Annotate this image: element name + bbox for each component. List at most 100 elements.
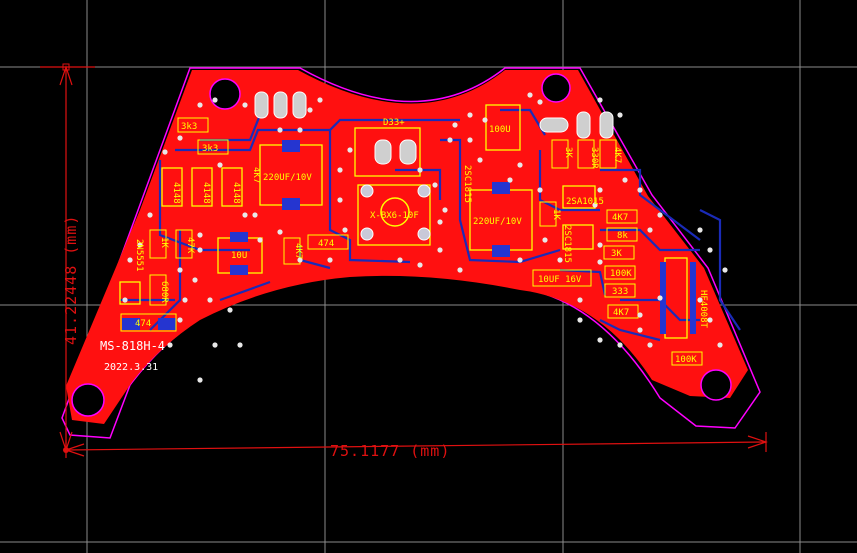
label-r-680r: 680R bbox=[159, 281, 169, 303]
via bbox=[637, 312, 643, 318]
label-diode-c: 4148 bbox=[231, 182, 241, 204]
via bbox=[542, 237, 548, 243]
via bbox=[597, 97, 603, 103]
label-q-2sc1815: 2SC1815 bbox=[462, 165, 472, 203]
via bbox=[637, 327, 643, 333]
via bbox=[417, 167, 423, 173]
via bbox=[482, 117, 488, 123]
label-c-100u: 100U bbox=[489, 125, 511, 135]
label-crystal: D33+ bbox=[383, 118, 405, 128]
label-c-220uf-left: 220UF/10V bbox=[263, 173, 312, 183]
label-r-3k-b: 3K bbox=[611, 249, 622, 259]
via bbox=[617, 342, 623, 348]
label-r-333: 333 bbox=[612, 287, 628, 297]
label-c-10uf: 10UF 16V bbox=[538, 275, 582, 285]
via bbox=[307, 107, 313, 113]
via bbox=[212, 97, 218, 103]
via bbox=[167, 342, 173, 348]
label-diode-a: 4148 bbox=[171, 182, 181, 204]
via bbox=[717, 342, 723, 348]
via bbox=[397, 257, 403, 263]
via bbox=[657, 295, 663, 301]
via bbox=[507, 177, 513, 183]
via bbox=[517, 162, 523, 168]
via bbox=[197, 247, 203, 253]
vias bbox=[122, 92, 728, 383]
via bbox=[597, 337, 603, 343]
via bbox=[527, 92, 533, 98]
via bbox=[137, 242, 143, 248]
via bbox=[477, 157, 483, 163]
via bbox=[452, 122, 458, 128]
label-r-3k3-b: 3k3 bbox=[202, 144, 218, 154]
switch-pads bbox=[360, 184, 431, 241]
label-switch: X-BX6-10F bbox=[370, 211, 419, 221]
label-r-1k-right: 1K bbox=[551, 209, 561, 220]
via bbox=[647, 342, 653, 348]
label-r-474-a: 474 bbox=[318, 239, 334, 249]
height-dimension-label: 41.22448 (mm) bbox=[62, 215, 80, 345]
via bbox=[197, 377, 203, 383]
via bbox=[597, 242, 603, 248]
via bbox=[467, 137, 473, 143]
label-r-47k: 47K bbox=[185, 237, 195, 254]
via bbox=[337, 167, 343, 173]
via bbox=[447, 137, 453, 143]
label-r-100k-b: 100K bbox=[675, 355, 697, 365]
via bbox=[127, 257, 133, 263]
silkscreen-labels: 3k3 3k3 220UF/10V 220UF/10V 100U 10U 10U… bbox=[100, 118, 708, 373]
label-r-3k: 3K bbox=[563, 147, 573, 158]
via bbox=[197, 232, 203, 238]
via bbox=[697, 227, 703, 233]
via bbox=[622, 177, 628, 183]
via bbox=[337, 197, 343, 203]
via bbox=[707, 247, 713, 253]
label-r-1k-left: 1K bbox=[159, 237, 169, 248]
mounting-holes bbox=[71, 73, 732, 417]
via bbox=[432, 182, 438, 188]
via bbox=[297, 257, 303, 263]
via bbox=[147, 212, 153, 218]
via bbox=[277, 229, 283, 235]
label-r-330r: 330R bbox=[589, 147, 599, 169]
label-r-4k7-bottom: 4K7 bbox=[613, 308, 629, 318]
via bbox=[597, 187, 603, 193]
via bbox=[437, 219, 443, 225]
label-r-3k3-a: 3k3 bbox=[181, 122, 197, 132]
via bbox=[597, 259, 603, 265]
via bbox=[177, 267, 183, 273]
connector-pads bbox=[254, 91, 614, 165]
via bbox=[707, 317, 713, 323]
via bbox=[637, 187, 643, 193]
via bbox=[647, 227, 653, 233]
via bbox=[557, 257, 563, 263]
via bbox=[537, 99, 543, 105]
via bbox=[207, 297, 213, 303]
via bbox=[317, 97, 323, 103]
origin-marker bbox=[63, 447, 69, 453]
traces bbox=[120, 108, 741, 342]
via bbox=[537, 187, 543, 193]
via bbox=[347, 147, 353, 153]
label-r-4k7-right-vert: 4K7 bbox=[612, 147, 622, 163]
label-r-4k7-mid: 4K7 bbox=[293, 243, 303, 259]
via bbox=[162, 149, 168, 155]
via bbox=[457, 267, 463, 273]
via bbox=[277, 127, 283, 133]
via bbox=[242, 212, 248, 218]
resistor-outlines bbox=[120, 117, 703, 366]
via bbox=[297, 127, 303, 133]
switch-actuator bbox=[380, 197, 410, 227]
via bbox=[342, 227, 348, 233]
label-r-4k7-stack: 4K7 bbox=[612, 213, 628, 223]
via bbox=[517, 257, 523, 263]
via bbox=[577, 317, 583, 323]
via bbox=[252, 212, 258, 218]
via bbox=[327, 257, 333, 263]
label-r-8k: 8k bbox=[617, 231, 628, 241]
via bbox=[257, 237, 263, 243]
label-q-2sc1815-b: 2SC1815 bbox=[562, 225, 572, 263]
via bbox=[197, 102, 203, 108]
via bbox=[237, 342, 243, 348]
